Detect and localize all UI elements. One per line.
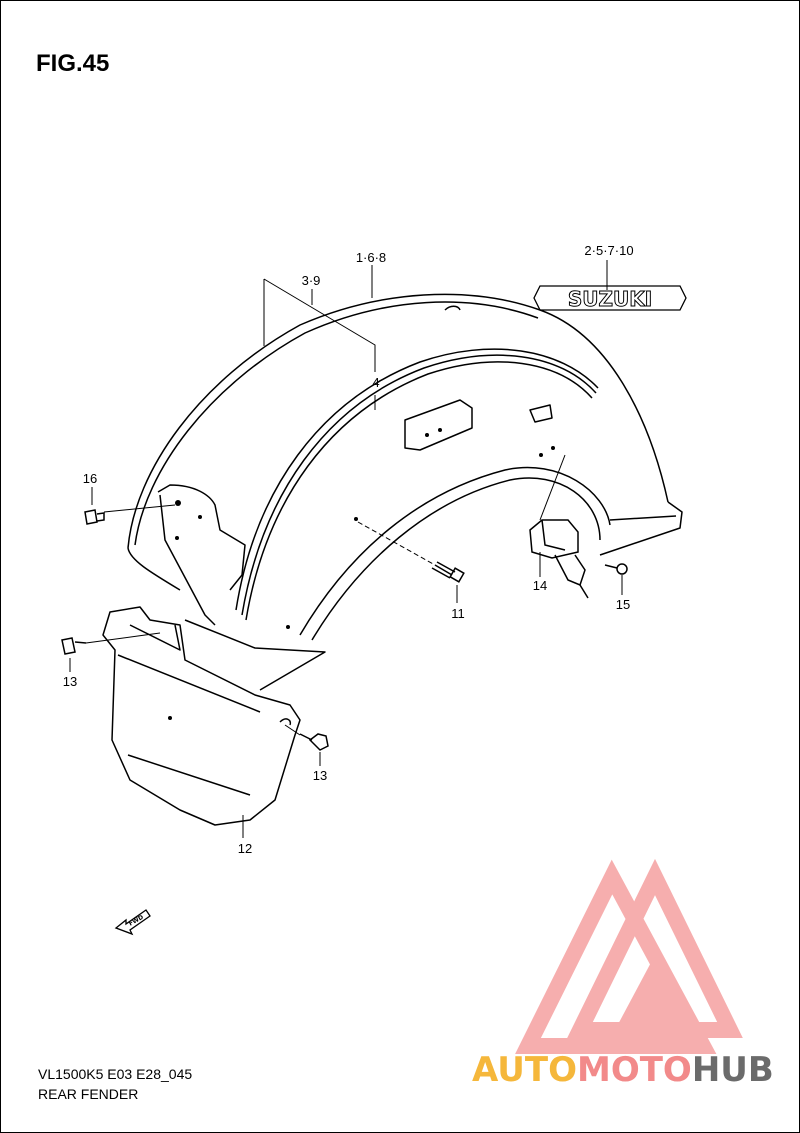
emblem-text: SUZUKI: [568, 287, 652, 311]
callout-14: 14: [533, 578, 547, 593]
splash-guard: [102, 606, 326, 826]
watermark-auto: AUTO: [472, 1050, 577, 1090]
callout-1-6-8: 1·6·8: [356, 250, 386, 265]
callout-13-lower: 13: [313, 768, 327, 783]
callout-2-5-7-10: 2·5·7·10: [584, 243, 633, 258]
watermark-text: AUTOMOTOHUB: [472, 1050, 774, 1090]
screw-15: [604, 563, 628, 575]
figure-caption: REAR FENDER: [38, 1086, 139, 1102]
callout-11: 11: [451, 606, 465, 621]
watermark-moto: MOTO: [576, 1050, 692, 1090]
suzuki-emblem: SUZUKI: [533, 285, 687, 312]
leader-lines: [69, 260, 623, 838]
callout-3-9: 3·9: [302, 273, 321, 288]
bolt-13-lower: [299, 733, 329, 751]
watermark-logo: [515, 858, 743, 1054]
callout-15: 15: [616, 597, 630, 612]
callout-4: 4: [372, 375, 379, 390]
callout-13-upper: 13: [63, 674, 77, 689]
fwd-arrow: FWD: [114, 909, 151, 936]
screw-16: [84, 509, 105, 525]
bolt-11: [431, 561, 465, 583]
mounting-holes: [168, 428, 555, 720]
callout-12: 12: [238, 841, 252, 856]
watermark-hub: HUB: [691, 1050, 774, 1090]
bracket-14: [529, 519, 589, 599]
figure-title: FIG.45: [36, 50, 110, 77]
model-code: VL1500K5 E03 E28_045: [38, 1066, 193, 1082]
rear-fender: [127, 293, 683, 641]
callout-16: 16: [83, 471, 97, 486]
bolt-13-upper: [61, 637, 87, 655]
